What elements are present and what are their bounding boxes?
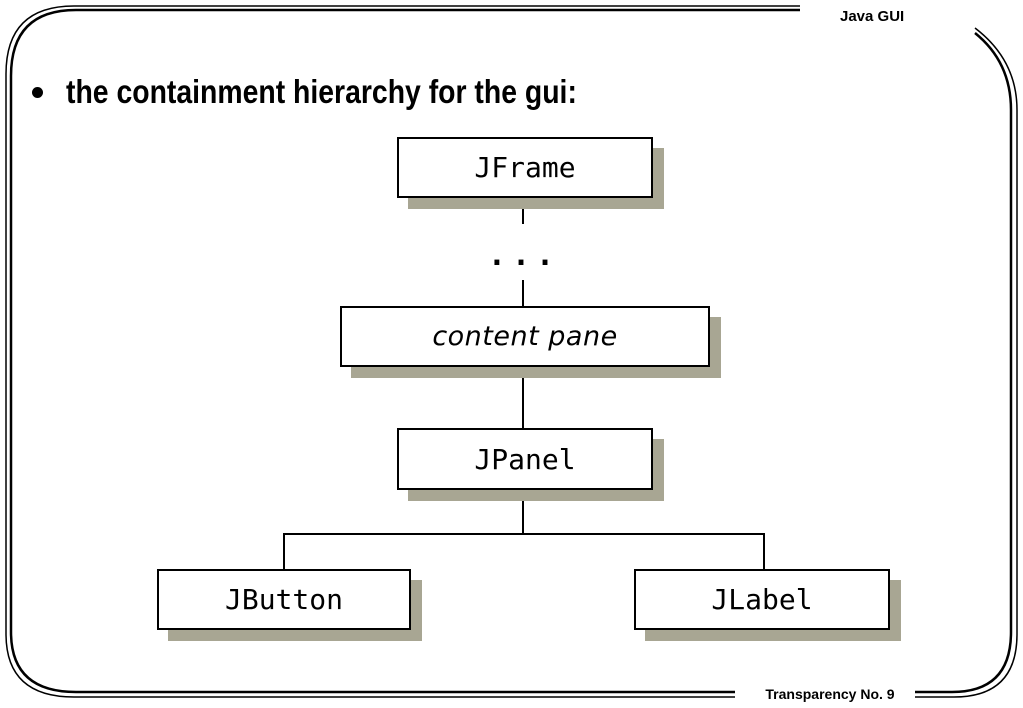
slide-header-title: Java GUI (840, 8, 905, 25)
bullet-point: the containment hierarchy for the gui: (32, 70, 660, 114)
frame-inner-border (9, 8, 1013, 694)
node-jlabel: JLabel (634, 569, 890, 630)
connector-to-jlabel (763, 533, 765, 570)
node-ellipsis: ... (487, 238, 561, 273)
slide-footer-label: Transparency No. 9 (745, 686, 915, 702)
connector-ellipsis-content-pane (522, 280, 524, 306)
connector-to-jbutton (283, 533, 285, 570)
bullet-dot-icon (32, 86, 43, 98)
node-jframe: JFrame (397, 137, 653, 198)
connector-content-pane-jpanel (522, 366, 524, 429)
frame-outer-border (5, 5, 1018, 698)
node-jpanel: JPanel (397, 428, 653, 490)
connector-horizontal-bar (283, 533, 765, 535)
connector-jpanel-down (522, 489, 524, 535)
connector-jframe-ellipsis (522, 197, 524, 224)
node-content-pane: content pane (340, 306, 710, 367)
node-jbutton: JButton (157, 569, 411, 630)
bullet-text: the containment hierarchy for the gui: (66, 73, 577, 110)
